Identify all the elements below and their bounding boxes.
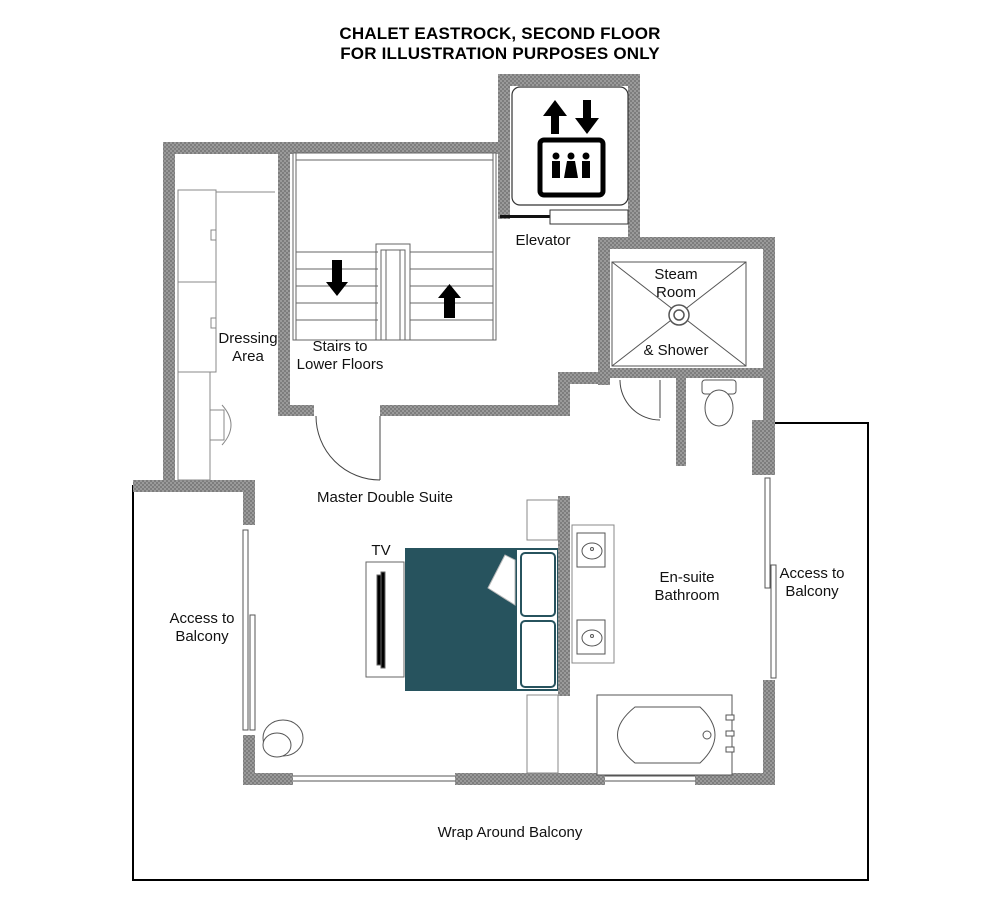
stairs-label-line1: Stairs to [312,338,368,355]
balcony-access-right-line2: Balcony [785,583,839,600]
wrap-balcony-label: Wrap Around Balcony [437,824,583,841]
windows [293,775,695,782]
steam-room-label-line2: Room [655,284,696,301]
ensuite-label-line1: En-suite [659,569,715,586]
dressing-area-label: Dressing Area [210,330,286,366]
elevator-icon [537,100,606,198]
right-balcony-door[interactable] [764,477,777,679]
balcony-access-left-line1: Access to [169,610,235,627]
sink-icon [576,532,606,655]
dressing-chair [209,404,232,446]
balcony-access-right-label: Access to Balcony [772,565,852,601]
stairs-label-line2: Lower Floors [296,356,384,373]
dressing-area-label-line2: Area [232,348,264,365]
shower-drain-icon [668,304,690,326]
stairs-door[interactable] [315,415,381,481]
stairs-down-arrow-icon [326,260,348,296]
plan-title-line2: FOR ILLUSTRATION PURPOSES ONLY [340,44,660,63]
master-suite-label: Master Double Suite [317,489,453,506]
staircase [292,152,497,341]
plan-title-line1: CHALET EASTROCK, SECOND FLOOR [339,24,661,43]
toilet-icon [701,379,737,427]
tv [365,561,405,678]
ensuite-label-line2: Bathroom [654,587,720,604]
tv-label: TV [371,542,391,559]
balcony-access-left-label: Access to Balcony [162,610,242,646]
wrap-balcony-outline [132,422,869,881]
balcony-access-right-line1: Access to [779,565,845,582]
balcony-access-left-line2: Balcony [175,628,229,645]
dressing-area-label-line1: Dressing [218,330,278,347]
walls [133,74,775,785]
vanity [526,499,615,774]
steam-room-door[interactable] [619,379,661,421]
bed [405,548,558,691]
elevator-label: Elevator [515,232,571,249]
shower-label: & Shower [643,342,709,359]
ensuite-label: En-suite Bathroom [640,569,734,605]
stairs-label: Stairs to Lower Floors [290,338,390,374]
steam-room-label: Steam Room [640,266,712,302]
left-balcony-door[interactable] [242,529,256,731]
steam-room-label-line1: Steam [654,266,698,283]
armchair-icon [262,719,304,758]
elevator[interactable] [500,86,629,225]
stairs-up-arrow-icon [438,284,461,318]
bathtub-icon [596,694,735,776]
